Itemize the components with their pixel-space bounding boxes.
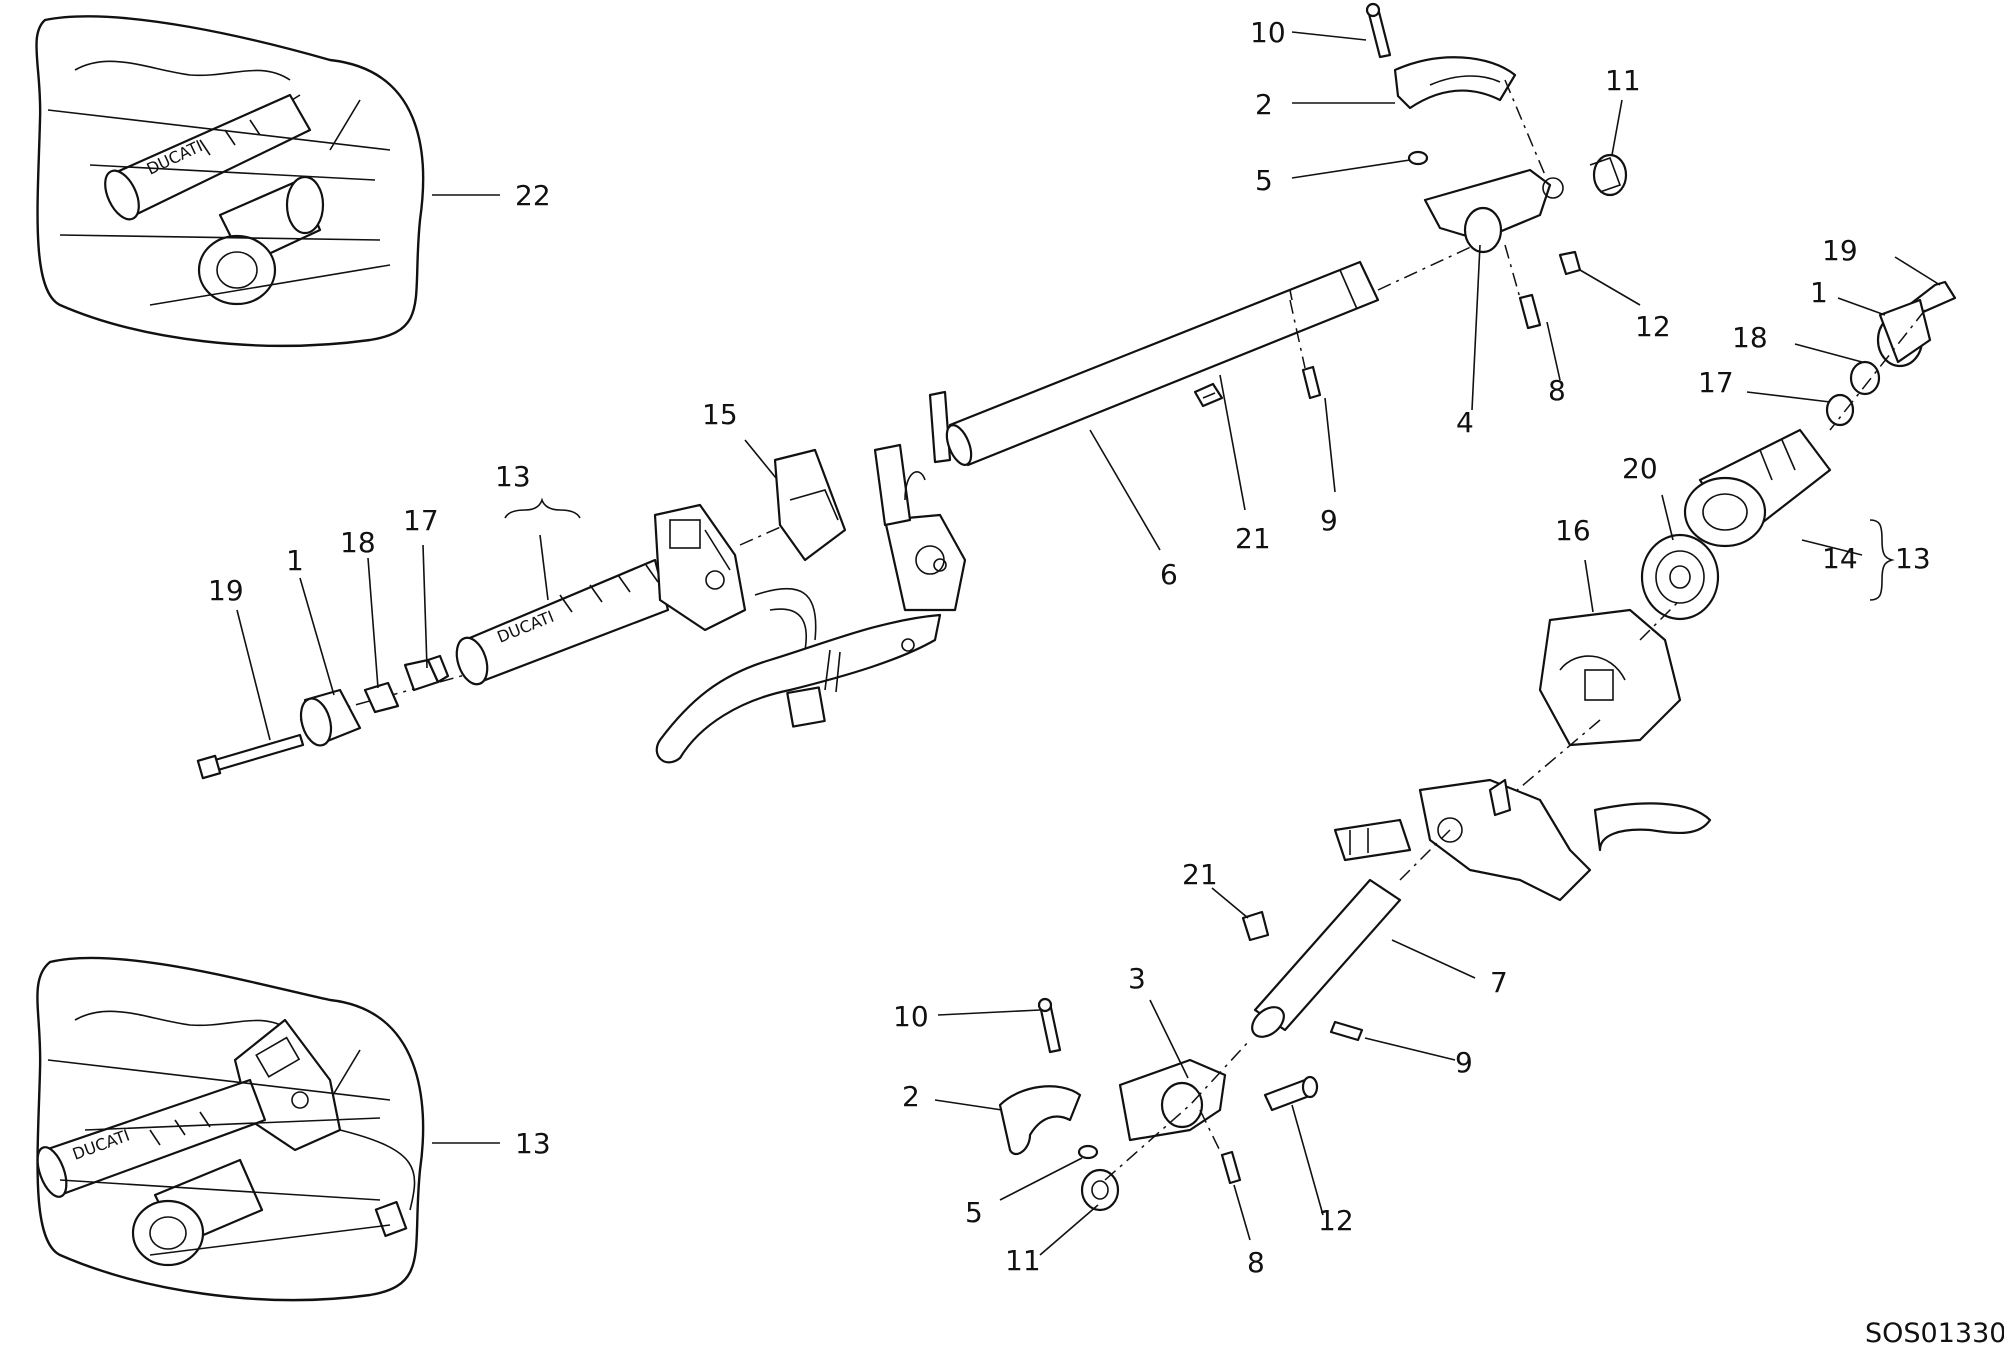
label-16: 16 (1555, 514, 1591, 547)
label-1-left: 1 (286, 544, 304, 577)
label-9-top: 9 (1320, 504, 1338, 537)
right-throttle-grip (1683, 428, 1832, 548)
throttle-pulley (1640, 533, 1720, 621)
label-5-bottom: 5 (965, 1196, 983, 1229)
label-7: 7 (1490, 966, 1508, 999)
label-11-top: 11 (1605, 64, 1641, 97)
inset-grip-kit: DUCATI 22 (35, 15, 551, 347)
label-13-inset: 13 (515, 1127, 551, 1160)
label-17-left: 17 (403, 504, 439, 537)
label-13-right: 13 (1895, 542, 1931, 575)
label-3: 3 (1128, 962, 1146, 995)
label-10-bottom: 10 (893, 1000, 929, 1033)
clutch-lever-assembly (655, 390, 967, 764)
right-handlebar-tube (1251, 829, 1451, 1038)
label-15: 15 (702, 398, 738, 431)
label-19-right: 19 (1822, 234, 1858, 267)
callout-numbers: 10 2 5 11 12 8 4 19 1 18 17 20 14 13 16 … (208, 16, 1931, 1279)
label-5-top: 5 (1255, 164, 1273, 197)
label-12-top: 12 (1635, 310, 1671, 343)
label-11-bottom: 11 (1005, 1244, 1041, 1277)
label-22: 22 (515, 179, 551, 212)
label-10-top: 10 (1250, 16, 1286, 49)
left-bar-end-group (196, 654, 466, 780)
label-1-right: 1 (1810, 276, 1828, 309)
label-21-bottom: 21 (1182, 858, 1218, 891)
left-grip: DUCATI (455, 558, 670, 686)
label-9-bottom: 9 (1455, 1046, 1473, 1079)
top-clip-and-pin (1193, 299, 1322, 408)
label-21-top: 21 (1235, 522, 1271, 555)
label-13-left: 13 (495, 460, 531, 493)
label-14: 14 (1822, 542, 1858, 575)
left-switch-block (653, 503, 747, 632)
bottom-clip-and-pin (1241, 910, 1364, 1042)
right-switch-housing (1469, 599, 1682, 831)
label-6: 6 (1160, 558, 1178, 591)
left-handlebar-tube (945, 244, 1476, 467)
bottom-clamp-assembly (998, 997, 1319, 1212)
label-18-left: 18 (340, 526, 376, 559)
top-clamp-assembly (1365, 2, 1628, 330)
label-18-right: 18 (1732, 321, 1768, 354)
label-12-bottom: 12 (1318, 1204, 1354, 1237)
right-bar-end-group (1825, 280, 1957, 431)
label-2-top: 2 (1255, 88, 1273, 121)
switch-cover (739, 448, 847, 562)
label-8-bottom: 8 (1247, 1246, 1265, 1279)
drawing-code: SOS01330 (1865, 1318, 2004, 1349)
label-17-right: 17 (1698, 366, 1734, 399)
front-brake-assembly (1333, 778, 1712, 902)
inset-switch-grip-assembly: DUCATI 13 (36, 956, 551, 1302)
label-4: 4 (1456, 406, 1474, 439)
label-8-top: 8 (1548, 374, 1566, 407)
label-2-bottom: 2 (902, 1080, 920, 1113)
label-20: 20 (1622, 452, 1658, 485)
leader-lines (236, 31, 1941, 1256)
label-19-left: 19 (208, 574, 244, 607)
